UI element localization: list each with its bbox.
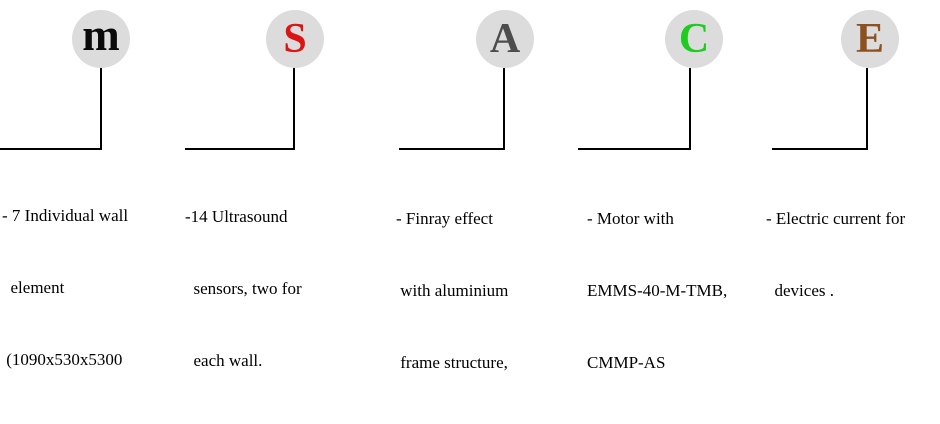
- node-a-connector-vertical: [503, 68, 505, 150]
- node-e-letter: E: [855, 16, 884, 62]
- node-e-description: - Electric current for devices .: [766, 159, 905, 351]
- description-line: frame structure,: [396, 353, 508, 372]
- node-m-connector-vertical: [100, 68, 102, 150]
- node-c-description: - Motor with EMMS-40-M-TMB, CMMP-AS Ardu…: [587, 159, 748, 424]
- description-line: with aluminium: [396, 281, 509, 300]
- node-s-letter: s: [283, 16, 307, 62]
- description-line: devices .: [766, 281, 834, 300]
- node-m-description: - 7 Individual wall element (1090x530x53…: [2, 156, 156, 424]
- node-m-badge: m: [72, 10, 130, 68]
- node-m-connector-horizontal: [0, 148, 102, 150]
- description-line: - Electric current for: [766, 209, 906, 228]
- description-line: mm).: [2, 420, 156, 424]
- node-a-letter: A: [489, 16, 521, 62]
- node-e-connector-horizontal: [772, 148, 868, 150]
- description-line: -14 Ultrasound: [185, 207, 288, 226]
- node-a-description: - Finray effect with aluminium frame str…: [396, 159, 509, 424]
- node-c-letter: C: [678, 16, 710, 62]
- description-line: each wall.: [185, 351, 263, 370]
- node-s-badge: s: [266, 10, 324, 68]
- description-line: element: [2, 278, 65, 297]
- node-e-badge: E: [841, 10, 899, 68]
- description-line: CMMP-AS: [587, 353, 666, 372]
- node-a-connector-horizontal: [399, 148, 505, 150]
- description-line: EMMS-40-M-TMB,: [587, 281, 728, 300]
- node-m-letter: m: [82, 9, 120, 60]
- description-line: (1090x530x5300: [2, 350, 123, 369]
- node-e-connector-vertical: [866, 68, 868, 150]
- description-line: - Motor with: [587, 209, 674, 228]
- node-c-connector-vertical: [689, 68, 691, 150]
- description-line: - Finray effect: [396, 209, 493, 228]
- node-s-connector-vertical: [293, 68, 295, 150]
- node-s-description: -14 Ultrasound sensors, two for each wal…: [185, 157, 302, 421]
- node-s-connector-horizontal: [185, 148, 295, 150]
- node-a-badge: A: [476, 10, 534, 68]
- description-line: - 7 Individual wall: [2, 206, 129, 225]
- node-c-badge: C: [665, 10, 723, 68]
- description-line: sensors, two for: [185, 279, 302, 298]
- node-c-connector-horizontal: [578, 148, 691, 150]
